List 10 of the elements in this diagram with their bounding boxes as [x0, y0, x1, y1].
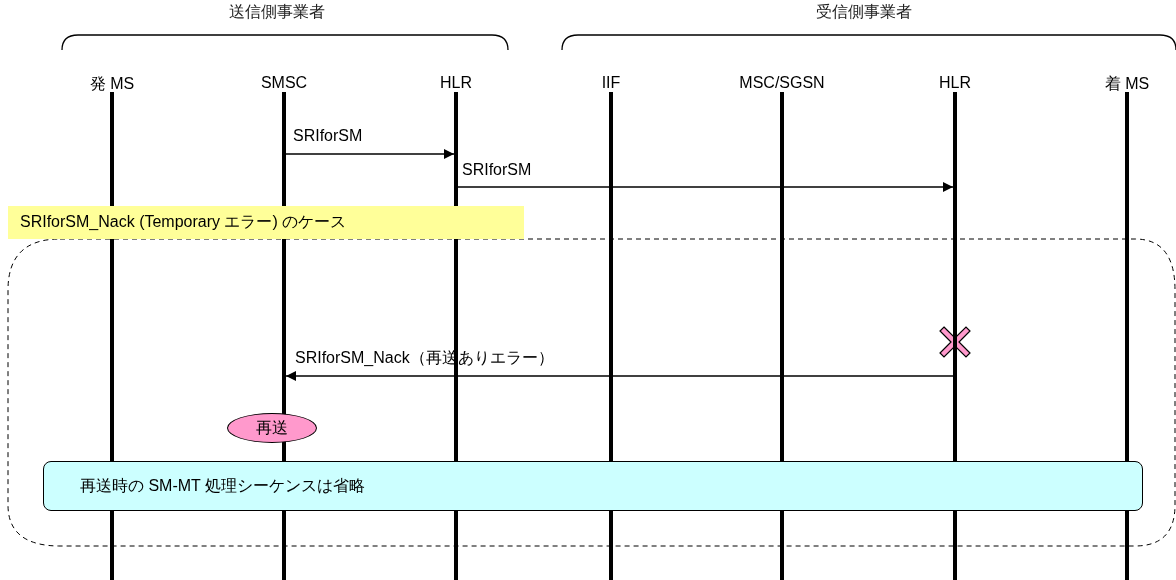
group-label: 受信側事業者	[816, 2, 912, 22]
message-arrow	[285, 371, 954, 381]
group-label: 送信側事業者	[229, 2, 325, 22]
process-band: 再送時の SM-MT 処理シーケンスは省略	[43, 461, 1143, 511]
case-banner: SRIforSM_Nack (Temporary エラー) のケース	[8, 206, 524, 239]
message-label: SRIforSM	[293, 127, 363, 145]
message-arrow	[457, 182, 954, 192]
message-label: SRIforSM	[462, 161, 532, 179]
process-ellipse: 再送	[227, 413, 317, 443]
message-arrow	[285, 149, 455, 159]
